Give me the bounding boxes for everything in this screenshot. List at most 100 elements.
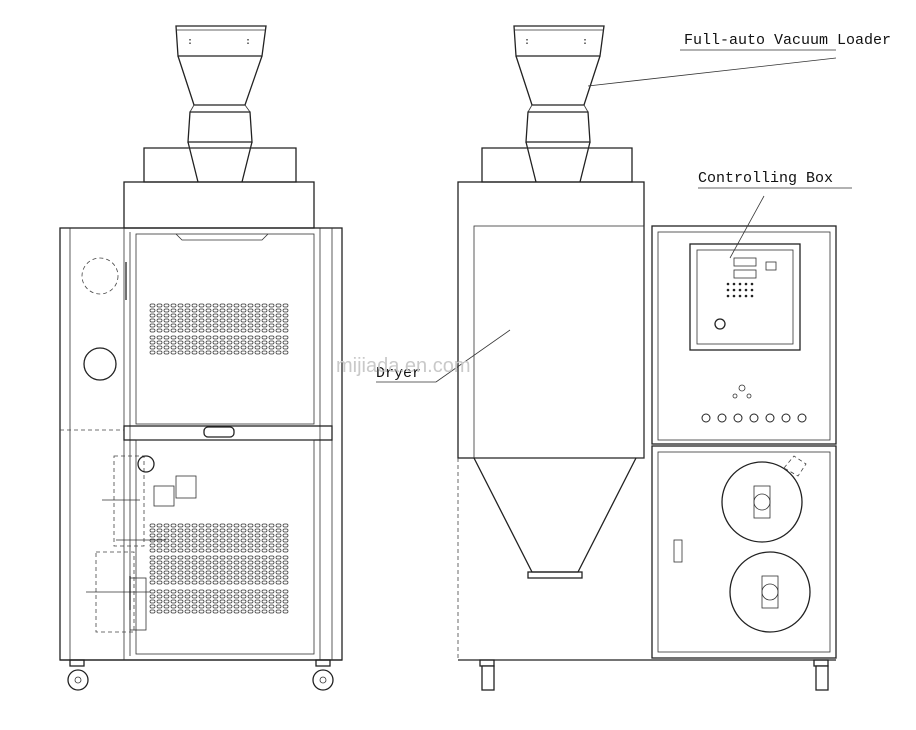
vent-slot (275, 580, 282, 585)
vent-slot (163, 594, 170, 599)
vent-slot (163, 570, 170, 575)
vent-slot (219, 313, 226, 318)
vent-slot (268, 575, 275, 580)
vent-slot (247, 599, 254, 604)
vent-slot (240, 548, 247, 553)
vent-slot (268, 313, 275, 318)
vent-slot (240, 313, 247, 318)
vent-slot (219, 328, 226, 333)
vent-slot (240, 323, 247, 328)
vent-slot (212, 533, 219, 538)
vent-slot (212, 575, 219, 580)
vent-slot (170, 560, 177, 565)
side-view-machine: : : (457, 25, 837, 691)
vent-slot (254, 604, 261, 609)
vent-slot (219, 350, 226, 355)
vent-slot (177, 308, 184, 313)
vent-slot (163, 538, 170, 543)
vent-slot (233, 323, 240, 328)
vent-slot (212, 543, 219, 548)
vent-slot (170, 350, 177, 355)
vent-slot (184, 599, 191, 604)
vent-slot (205, 543, 212, 548)
vent-slot (149, 565, 156, 570)
vent-slot (226, 599, 233, 604)
vent-slot (219, 580, 226, 585)
vent-slot (212, 350, 219, 355)
vent-slot (170, 543, 177, 548)
vent-slot (254, 599, 261, 604)
vent-slot (212, 528, 219, 533)
vent-slot (212, 565, 219, 570)
vent-slot (156, 543, 163, 548)
vent-slot (212, 580, 219, 585)
vent-slot (282, 594, 289, 599)
vent-slot (268, 594, 275, 599)
vent-slot (156, 604, 163, 609)
vent-slot (205, 533, 212, 538)
label-dryer: Dryer (376, 365, 421, 382)
front-side-port (83, 347, 117, 381)
vent-slot (219, 604, 226, 609)
vent-slot (247, 350, 254, 355)
vent-slot (177, 580, 184, 585)
svg-text::: : (187, 36, 193, 47)
vent-slot (156, 589, 163, 594)
vent-slot (156, 318, 163, 323)
vent-slot (184, 580, 191, 585)
vent-slot (184, 570, 191, 575)
vent-slot (156, 555, 163, 560)
vent-slot (219, 528, 226, 533)
vent-slot (233, 599, 240, 604)
vent-slot (156, 308, 163, 313)
vent-slot (198, 543, 205, 548)
vent-slot (191, 599, 198, 604)
vent-slot (177, 548, 184, 553)
vent-slot (226, 543, 233, 548)
vent-slot (254, 308, 261, 313)
dryer-cone (473, 457, 637, 573)
vent-slot (233, 340, 240, 345)
indicator-lights (701, 413, 807, 423)
vent-slot (226, 570, 233, 575)
vent-slot (177, 570, 184, 575)
vent-slot (247, 543, 254, 548)
panel-button (726, 288, 730, 292)
vent-slot (205, 599, 212, 604)
vent-slot (170, 580, 177, 585)
vent-slot (254, 580, 261, 585)
front-lower-door (135, 439, 315, 655)
vent-slot (177, 350, 184, 355)
vent-slot (226, 303, 233, 308)
vent-slot (170, 328, 177, 333)
vent-slot (247, 570, 254, 575)
vent-slot (233, 609, 240, 614)
vent-slot (268, 318, 275, 323)
vent-slot (233, 580, 240, 585)
vent-slot (163, 543, 170, 548)
vent-slot (170, 599, 177, 604)
vent-slot (233, 548, 240, 553)
vent-slot (240, 594, 247, 599)
vent-slot (205, 335, 212, 340)
front-wheel-right (312, 669, 334, 691)
vent-slot (156, 303, 163, 308)
vent-slot (191, 580, 198, 585)
vent-slot (240, 589, 247, 594)
vent-slot (149, 313, 156, 318)
vent-slot (226, 580, 233, 585)
vent-slot (240, 575, 247, 580)
vent-slot (177, 345, 184, 350)
vent-slot (212, 555, 219, 560)
vent-slot (268, 345, 275, 350)
vent-slot (268, 548, 275, 553)
vent-slot (275, 609, 282, 614)
vent-slot (163, 523, 170, 528)
vent-slot (282, 340, 289, 345)
front-loader-base (143, 147, 297, 183)
vent-slot (184, 308, 191, 313)
vent-slot (212, 318, 219, 323)
vent-slot (219, 303, 226, 308)
vent-slot (219, 560, 226, 565)
vent-slot (247, 609, 254, 614)
